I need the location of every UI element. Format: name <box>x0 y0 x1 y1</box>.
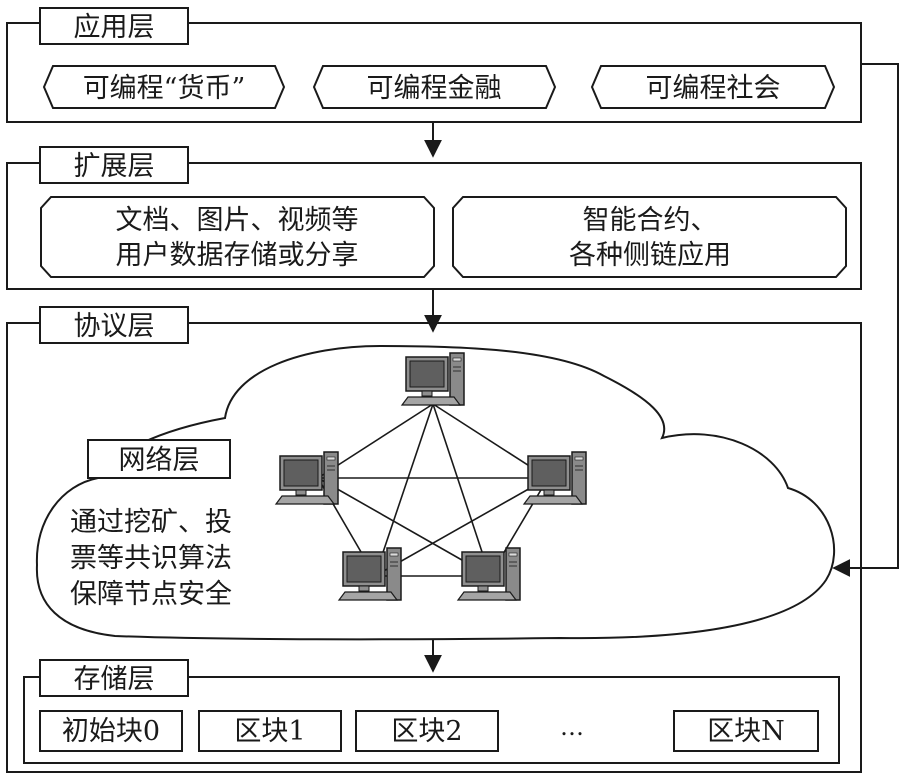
extension-layer-title-box <box>39 146 189 184</box>
node-computer-icon-left <box>275 451 339 505</box>
protocol-layer: 协议层 网络层 通过挖矿、投 票等共识算法 保障节点安全 <box>6 306 862 773</box>
edge-top-bottomleft <box>374 403 434 577</box>
protocol-layer-title-box <box>39 306 189 344</box>
node-computer-icon-bottom-left <box>338 547 402 601</box>
app-item-box-1 <box>42 65 286 109</box>
block-1: 区块1 <box>234 716 305 747</box>
extension-layer: 扩展层 文档、图片、视频等 用户数据存储或分享 智能合约、 各种侧链应用 <box>6 146 862 290</box>
app-item-programmable-finance: 可编程金融 <box>367 73 502 104</box>
block-box-n <box>673 710 819 752</box>
block-genesis: 初始块0 <box>62 716 160 747</box>
node-computer-icon-top <box>401 352 465 406</box>
block-n: 区块N <box>707 716 785 747</box>
application-layer-title: 应用层 <box>74 12 155 43</box>
application-layer-title-box <box>39 7 189 45</box>
ext-item-storage-line-1: 文档、图片、视频等 <box>116 205 359 236</box>
ext-item-contracts-line-1: 智能合约、 <box>583 205 718 236</box>
app-item-box-2 <box>312 65 557 109</box>
block-2: 区块2 <box>391 716 462 747</box>
storage-layer-title-box <box>39 659 189 697</box>
network-layer-title: 网络层 <box>119 445 200 476</box>
application-layer: 应用层 可编程“货币” 可编程金融 可编程社会 <box>6 7 862 123</box>
ext-item-storage-line-2: 用户数据存储或分享 <box>116 240 359 271</box>
extension-layer-title: 扩展层 <box>74 151 155 182</box>
app-item-box-3 <box>590 65 836 109</box>
app-item-programmable-currency: 可编程“货币” <box>83 73 246 104</box>
block-box-1 <box>198 710 342 752</box>
network-desc-line-2: 票等共识算法 <box>70 543 232 574</box>
network-cloud <box>35 344 835 641</box>
feedback-connector <box>832 63 899 577</box>
network-desc-line-3: 保障节点安全 <box>70 579 232 610</box>
protocol-layer-frame <box>6 322 862 773</box>
storage-layer-title: 存储层 <box>74 664 155 695</box>
block-ellipsis: … <box>560 713 584 741</box>
ext-item-box-2 <box>452 196 847 278</box>
node-computer-icon-bottom-right <box>457 547 521 601</box>
storage-layer-frame <box>23 676 840 764</box>
edge-top-bottomright <box>432 403 491 577</box>
block-box-genesis <box>39 710 183 752</box>
ext-item-box-1 <box>40 196 435 278</box>
node-computer-icon-right <box>523 451 587 505</box>
network-layer-title-box <box>87 439 231 479</box>
edge-right-bottomleft <box>374 477 549 577</box>
ext-item-contracts-line-2: 各种侧链应用 <box>569 240 731 271</box>
network-desc-line-1: 通过挖矿、投 <box>70 507 232 538</box>
block-box-2 <box>355 710 499 752</box>
protocol-layer-title: 协议层 <box>74 311 155 342</box>
app-item-programmable-society: 可编程社会 <box>646 73 781 104</box>
